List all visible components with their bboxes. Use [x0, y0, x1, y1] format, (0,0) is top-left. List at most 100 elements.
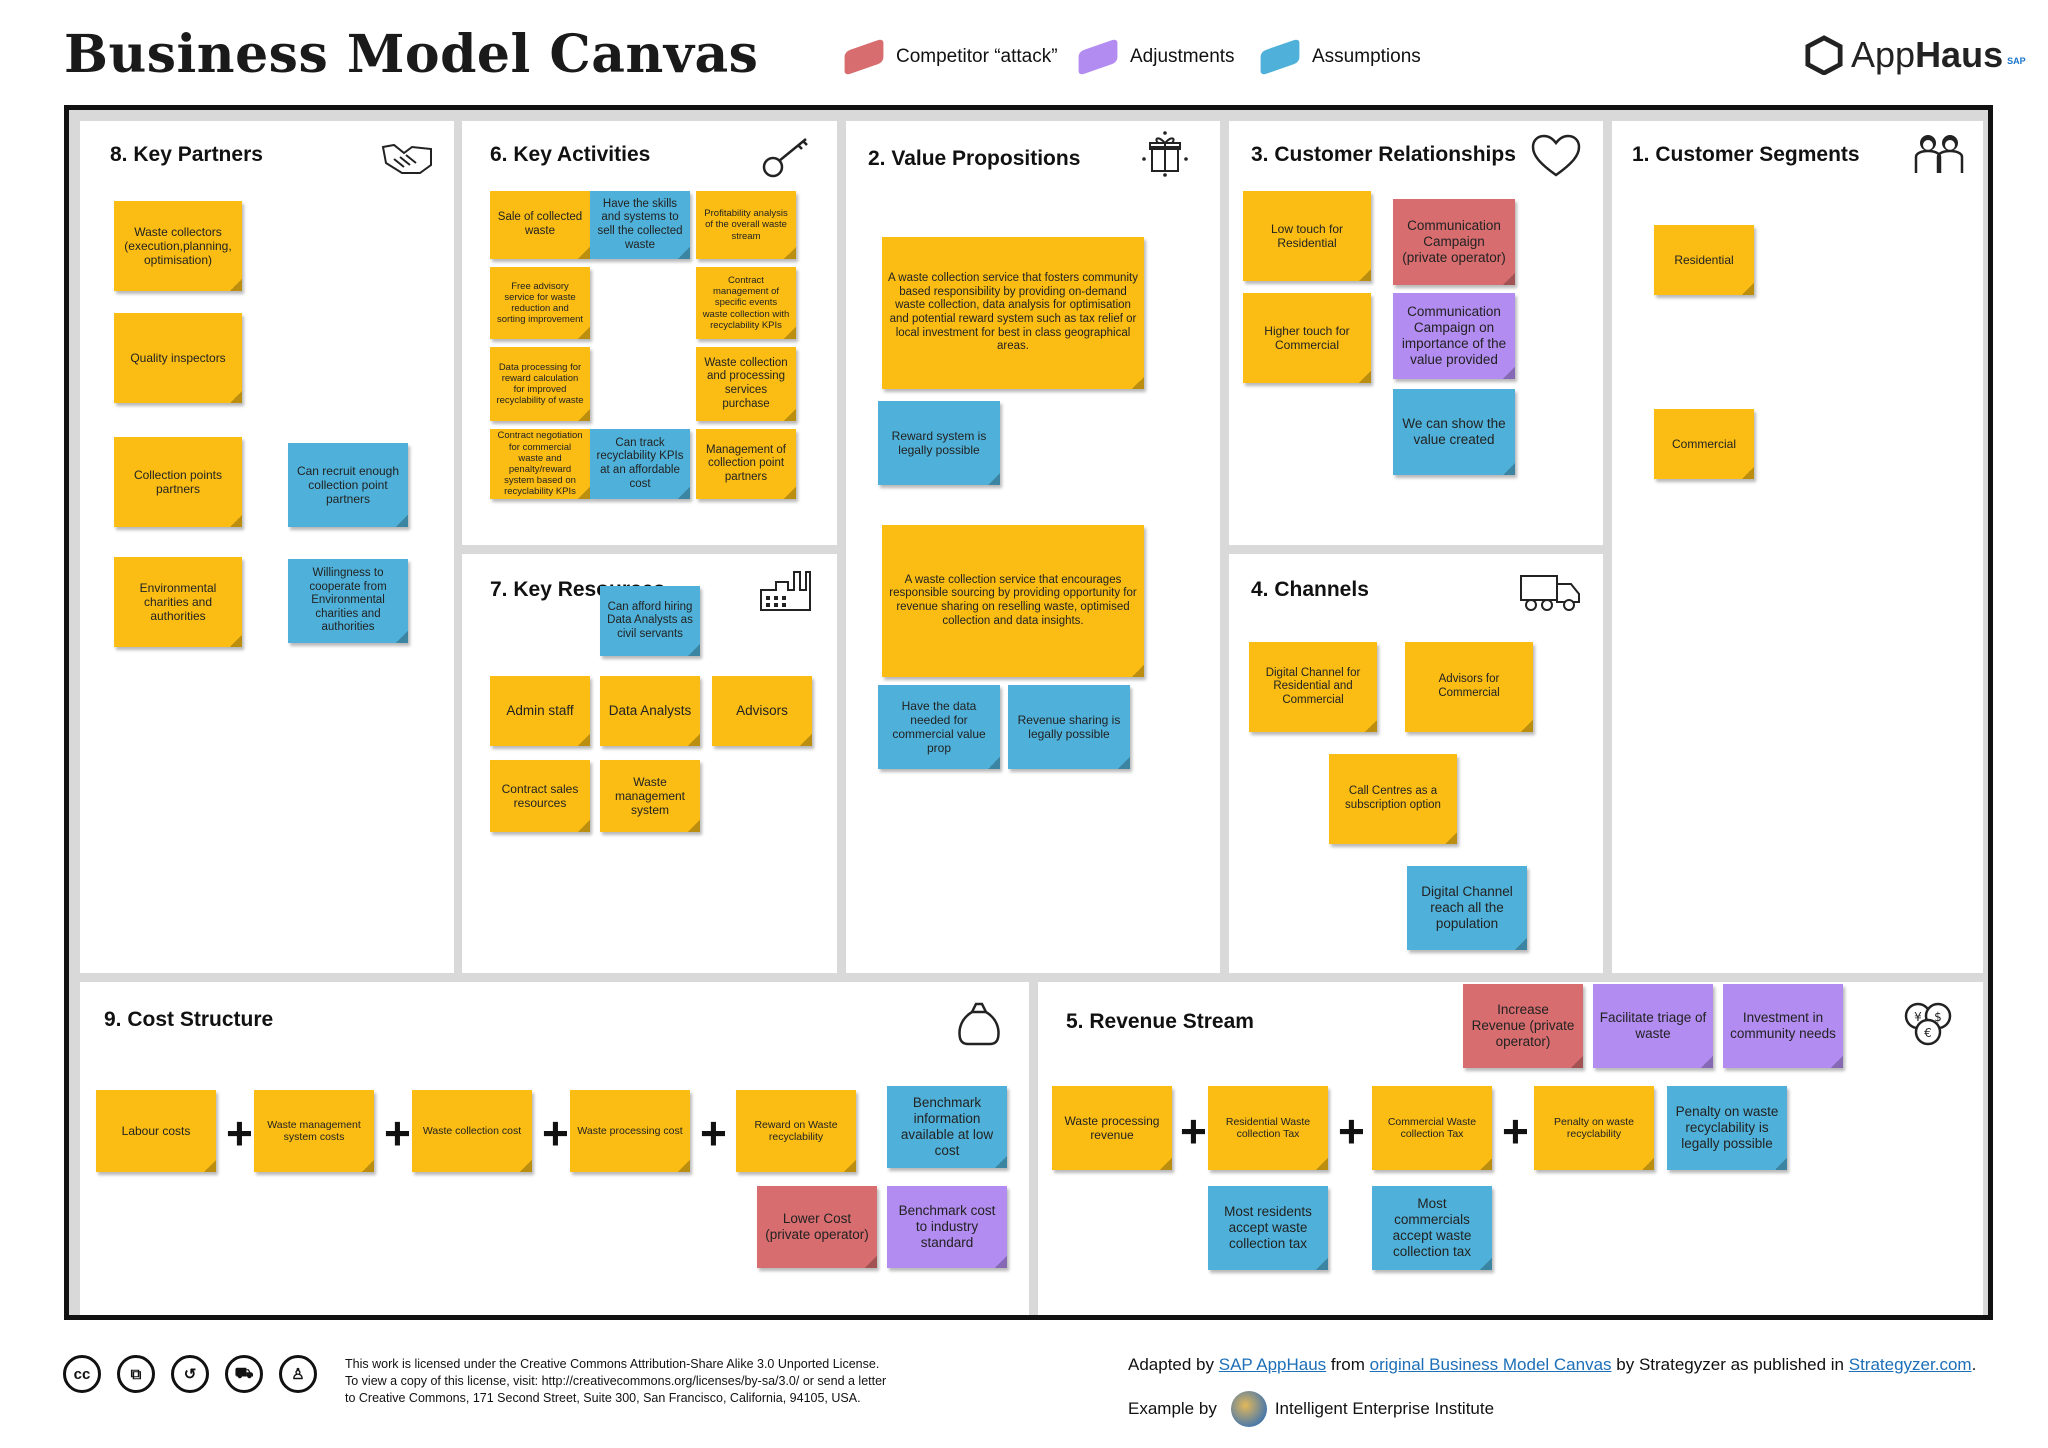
panel-key-activities: 6. Key Activities Sale of collected wast…: [456, 115, 837, 545]
sticky-note: Increase Revenue (private operator): [1463, 984, 1583, 1068]
noncommercial-icon: ⛟: [225, 1355, 263, 1393]
logo-text-haus: Haus: [1915, 34, 2004, 75]
copy-icon: ⧉: [117, 1355, 155, 1393]
sticky-note: Collection points partners: [114, 437, 242, 527]
logo-badge: SAP: [2007, 56, 2026, 66]
sticky-note: Have the data needed for commercial valu…: [878, 685, 1000, 769]
panel-customer-segments: 1. Customer Segments Residential Commerc…: [1606, 115, 1983, 973]
sticky-note: Lower Cost (private operator): [757, 1186, 877, 1268]
sticky-note: Quality inspectors: [114, 313, 242, 403]
strategyzer-link[interactable]: Strategyzer.com: [1848, 1355, 1972, 1374]
legend-assumptions: Assumptions: [1260, 38, 1421, 76]
legend-adjustments: Adjustments: [1078, 38, 1235, 76]
plus-operator: +: [1338, 1105, 1365, 1157]
legend-label: Adjustments: [1130, 46, 1235, 67]
sticky-note: Admin staff: [490, 676, 590, 746]
plus-operator: +: [1180, 1105, 1207, 1157]
factory-icon: [760, 571, 811, 611]
sticky-note: Digital Channel for Residential and Comm…: [1249, 642, 1377, 732]
credit-suffix: .: [1971, 1355, 1977, 1374]
sticky-note: Communication Campaign on importance of …: [1393, 293, 1515, 379]
attribution-icon: ♙: [279, 1355, 317, 1393]
example-prefix: Example by: [1128, 1399, 1217, 1418]
globe-logo-icon: [1230, 1391, 1267, 1427]
sticky-note: Waste processing cost: [570, 1090, 690, 1172]
svg-text:¥: ¥: [1914, 1010, 1922, 1024]
panel-title: 8. Key Partners: [110, 143, 263, 166]
sticky-note: Profitability analysis of the overall wa…: [696, 191, 796, 259]
sticky-note: Can recruit enough collection point part…: [288, 443, 408, 527]
sticky-note: Commercial: [1654, 409, 1754, 479]
sap-apphaus-link[interactable]: SAP AppHaus: [1218, 1355, 1327, 1374]
plus-operator: +: [700, 1107, 727, 1159]
sticky-note: Communication Campaign (private operator…: [1393, 199, 1515, 285]
sticky-note: Advisors for Commercial: [1405, 642, 1533, 732]
license-line: To view a copy of this license, visit: h…: [345, 1373, 887, 1388]
sticky-note: Data processing for reward calculation f…: [490, 347, 590, 421]
sticky-note: Residential Waste collection Tax: [1208, 1086, 1328, 1170]
canvas-frame: 8. Key Partners Waste collectors (execut…: [64, 105, 1993, 1320]
coins-icon: ¥ $€: [1904, 1002, 1952, 1046]
legend-label: Competitor “attack”: [896, 46, 1058, 67]
example-credit: Example by Intelligent Enterprise Instit…: [1128, 1391, 1494, 1427]
page-title: Business Model Canvas: [64, 24, 759, 85]
cc-icon: cc: [63, 1355, 101, 1393]
sticky-note: Penalty on waste recyclability is legall…: [1667, 1086, 1787, 1170]
credit-mid: by Strategyzer as published in: [1611, 1355, 1849, 1374]
sticky-note: We can show the value created: [1393, 389, 1515, 475]
sticky-note: Willingness to cooperate from Environmen…: [288, 559, 408, 643]
sticky-note: Sale of collected waste: [490, 191, 590, 259]
key-icon: [762, 138, 808, 178]
sticky-note: Can track recyclability KPIs at an affor…: [590, 429, 690, 499]
sticky-note: Have the skills and systems to sell the …: [590, 191, 690, 259]
sticky-note: Management of collection point partners: [696, 429, 796, 499]
money-bag-icon: [958, 1002, 1000, 1046]
sticky-note: Facilitate triage of waste: [1593, 984, 1713, 1068]
panel-cost-structure: 9. Cost Structure Labour costs + Waste m…: [74, 976, 1029, 1315]
sticky-note: Can afford hiring Data Analysts as civil…: [600, 586, 700, 656]
sticky-note: Penalty on waste recyclability: [1534, 1086, 1654, 1170]
sticky-note: Waste collectors (execution,planning, op…: [114, 201, 242, 291]
handshake-icon: [381, 143, 432, 174]
svg-text:€: €: [1924, 1026, 1932, 1040]
sticky-note: Waste collection and processing services…: [696, 347, 796, 421]
truck-icon: [1520, 575, 1580, 611]
panel-title: 4. Channels: [1251, 578, 1369, 601]
panel-key-resources: 7. Key Resources Can afford hiring Data …: [456, 548, 837, 973]
plus-operator: +: [542, 1107, 569, 1159]
panel-revenue-stream: 5. Revenue Stream ¥ $€ Increase Revenue (…: [1032, 976, 1983, 1315]
panel-title: 3. Customer Relationships: [1251, 143, 1516, 166]
purple-sticky-swatch-icon: [1078, 38, 1118, 76]
sticky-note: Advisors: [712, 676, 812, 746]
heart-icon: [1531, 134, 1581, 177]
license-line: to Creative Commons, 171 Second Street, …: [345, 1390, 861, 1405]
panel-title: 9. Cost Structure: [104, 1008, 274, 1031]
sticky-note: Call Centres as a subscription option: [1329, 754, 1457, 844]
sticky-note: Low touch for Residential: [1243, 191, 1371, 281]
original-bmc-link[interactable]: original Business Model Canvas: [1369, 1355, 1612, 1374]
panel-title: 5. Revenue Stream: [1066, 1010, 1254, 1033]
sticky-note: Residential: [1654, 225, 1754, 295]
panel-channels: 4. Channels Digital Channel for Resident…: [1223, 548, 1603, 973]
sticky-note: Most residents accept waste collection t…: [1208, 1186, 1328, 1270]
plus-operator: +: [384, 1107, 411, 1159]
panel-customer-relationships: 3. Customer Relationships Low touch for …: [1223, 115, 1603, 545]
sticky-note: Data Analysts: [600, 676, 700, 746]
sticky-note: Contract sales resources: [490, 760, 590, 832]
sticky-note: Commercial Waste collection Tax: [1372, 1086, 1492, 1170]
license-text: This work is licensed under the Creative…: [345, 1356, 985, 1407]
sticky-note: Benchmark information available at low c…: [887, 1086, 1007, 1168]
panel-title: 1. Customer Segments: [1632, 143, 1860, 166]
share-alike-icon: ↺: [171, 1355, 209, 1393]
people-icon: [1914, 135, 1964, 173]
legend-competitor: Competitor “attack”: [844, 38, 1058, 76]
sticky-note: Waste collection cost: [412, 1090, 532, 1172]
panel-value-propositions: 2. Value Propositions A waste collection…: [840, 115, 1220, 973]
credit-mid: from: [1326, 1355, 1370, 1374]
blue-sticky-swatch-icon: [1260, 38, 1300, 76]
svg-text:$: $: [1934, 1010, 1942, 1024]
panel-title: 6. Key Activities: [490, 143, 651, 166]
legend-label: Assumptions: [1312, 46, 1421, 67]
logo-text-app: App: [1851, 34, 1916, 75]
sticky-note: Investment in community needs: [1723, 984, 1843, 1068]
